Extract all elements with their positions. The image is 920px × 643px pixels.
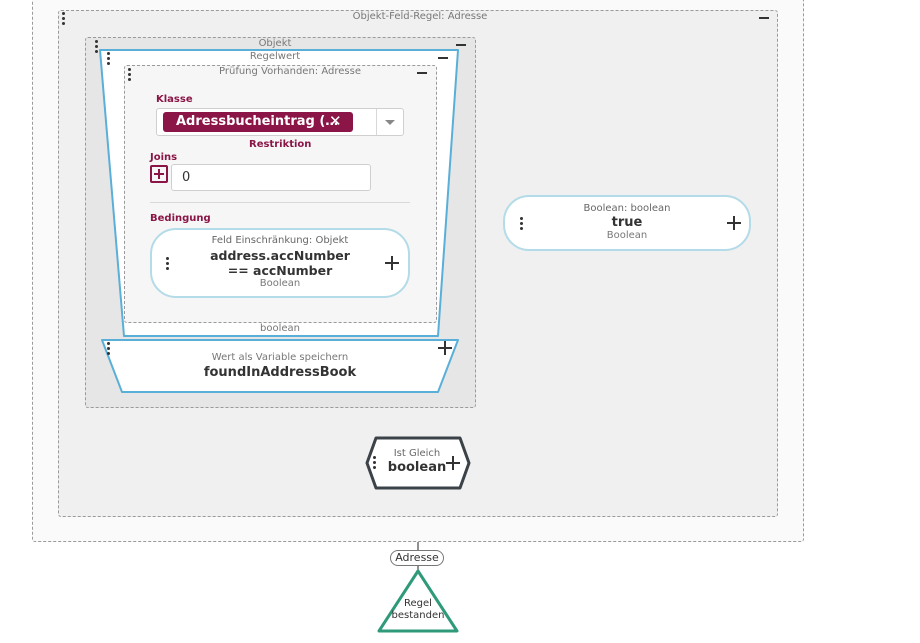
klasse-select[interactable]: Adressbucheintrag (… ✕: [156, 108, 404, 136]
boolean-node-add-icon[interactable]: [727, 216, 741, 230]
section-divider: [150, 202, 410, 203]
pruefung-title: Prüfung Vorhanden: Adresse: [219, 66, 361, 77]
objekt-drag-handle[interactable]: [95, 40, 99, 55]
joins-input[interactable]: 0: [171, 164, 371, 191]
regelwert-collapse-button[interactable]: [438, 57, 448, 59]
boolean-node-value: true: [611, 215, 643, 230]
add-join-button[interactable]: [150, 165, 168, 183]
ist-gleich-title: Ist Gleich: [393, 448, 441, 459]
klasse-chip-label: Adressbucheintrag (…: [176, 114, 339, 129]
objekt-collapse-button[interactable]: [456, 44, 466, 46]
output-label-adresse: Adresse: [390, 550, 444, 566]
boolean-node-title: Boolean: boolean: [583, 203, 671, 214]
klasse-chip[interactable]: Adressbucheintrag (… ✕: [163, 112, 353, 132]
boolean-node-drag-handle[interactable]: [520, 217, 524, 232]
boolean-node-type: Boolean: [606, 230, 648, 241]
objekt-feld-regel-collapse-button[interactable]: [759, 17, 769, 19]
ist-gleich-node[interactable]: Ist Gleich boolean: [364, 436, 472, 490]
objekt-feld-regel-title: Objekt-Feld-Regel: Adresse: [352, 11, 488, 22]
bedingung-label: Bedingung: [150, 213, 211, 224]
joins-value: 0: [182, 170, 191, 185]
regelwert-drag-handle[interactable]: [107, 52, 111, 67]
objekt-title: Objekt: [258, 38, 292, 49]
regel-bestanden-shape: [377, 569, 459, 633]
ist-gleich-add-icon[interactable]: [446, 456, 460, 470]
restriktion-label: Restriktion: [249, 139, 312, 150]
regel-bestanden-node[interactable]: Regel bestanden: [391, 598, 445, 621]
feld-node-title: Feld Einschränkung: Objekt: [211, 235, 349, 246]
chip-remove-icon[interactable]: ✕: [329, 112, 342, 130]
feld-node-value: address.accNumber == accNumber: [210, 248, 350, 278]
chevron-down-icon[interactable]: [385, 120, 395, 125]
variable-node-add-icon[interactable]: [438, 341, 452, 355]
klasse-label: Klasse: [156, 94, 193, 105]
ist-gleich-value: boolean: [387, 460, 447, 475]
variable-node-value: foundInAddressBook: [203, 365, 357, 380]
feld-node-add-icon[interactable]: [385, 256, 399, 270]
ist-gleich-node-shape: [365, 436, 471, 490]
feld-node-drag-handle[interactable]: [166, 257, 170, 272]
select-divider: [376, 109, 377, 135]
feld-einschraenkung-node[interactable]: Feld Einschränkung: Objekt address.accNu…: [150, 228, 410, 298]
regelwert-output-type: boolean: [260, 323, 300, 334]
ist-gleich-drag-handle[interactable]: [373, 456, 377, 471]
boolean-node[interactable]: Boolean: boolean true Boolean: [503, 195, 751, 251]
variable-node-drag-handle[interactable]: [107, 342, 111, 357]
variable-node-title: Wert als Variable speichern: [211, 352, 349, 363]
regelwert-title: Regelwert: [249, 51, 301, 62]
pruefung-collapse-button[interactable]: [417, 72, 427, 74]
joins-label: Joins: [150, 152, 178, 163]
objekt-feld-regel-drag-handle[interactable]: [62, 12, 66, 27]
feld-node-type: Boolean: [259, 278, 301, 289]
pruefung-drag-handle[interactable]: [128, 68, 132, 83]
